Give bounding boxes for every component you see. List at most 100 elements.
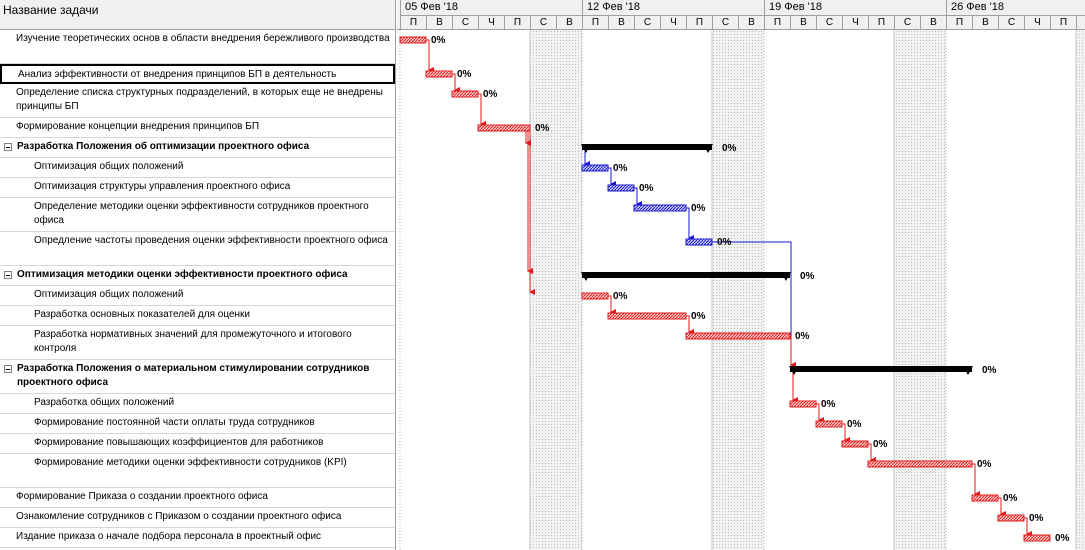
summary-bar-end-cap <box>781 272 791 281</box>
day-label: В <box>972 15 998 30</box>
percent-complete-label: 0% <box>847 419 862 430</box>
task-row[interactable]: Разработка общих положений <box>0 394 395 414</box>
day-label: С <box>998 15 1024 30</box>
task-bar <box>607 184 635 192</box>
day-label: П <box>582 15 608 30</box>
percent-complete-label: 0% <box>483 89 498 100</box>
day-label: Ч <box>1024 15 1050 30</box>
percent-complete-label: 0% <box>1029 513 1044 524</box>
dependency-link <box>608 167 616 187</box>
collapse-icon[interactable] <box>4 143 12 151</box>
day-label: С <box>816 15 842 30</box>
task-bar <box>997 514 1025 522</box>
task-row[interactable]: Разработка нормативных значений для пром… <box>0 326 395 360</box>
percent-complete-label: 0% <box>722 143 737 154</box>
task-name: Оптимизация методики оценки эффективност… <box>17 269 348 280</box>
day-label: П <box>504 15 530 30</box>
task-bar <box>581 292 609 300</box>
task-bar <box>607 312 687 320</box>
dependency-link <box>998 497 1006 517</box>
summary-bar-start-cap <box>789 366 799 375</box>
collapse-icon[interactable] <box>4 365 12 373</box>
task-name: Разработка нормативных значений для пром… <box>34 329 352 354</box>
day-label: В <box>608 15 634 30</box>
dependency-link <box>712 241 796 368</box>
task-row[interactable]: Разработка основных показателей для оцен… <box>0 306 395 326</box>
task-name: Формирование Приказа о создании проектно… <box>16 491 268 502</box>
task-bar <box>425 70 453 78</box>
day-label: С <box>452 15 478 30</box>
task-row[interactable]: Определение методики оценки эффективност… <box>0 198 395 232</box>
task-row[interactable]: Ознакомление сотрудников с Приказом о со… <box>0 508 395 528</box>
dependency-link <box>842 423 850 443</box>
task-name-header-label: Название задачи <box>3 3 99 17</box>
task-bar <box>867 460 973 468</box>
percent-complete-label: 0% <box>1003 493 1018 504</box>
task-name: Формирование постоянной части оплаты тру… <box>34 417 315 428</box>
percent-complete-label: 0% <box>795 331 810 342</box>
summary-bar-start-cap <box>581 144 591 153</box>
summary-task-row[interactable]: Оптимизация методики оценки эффективност… <box>0 266 395 286</box>
task-row[interactable]: Изучение теоретических основ в области в… <box>0 30 395 64</box>
nonworking-day-shading <box>712 30 764 550</box>
day-label: Ч <box>660 15 686 30</box>
dependency-link <box>868 443 876 463</box>
task-name: Разработка Положения об оптимизации прое… <box>17 141 310 152</box>
task-row[interactable]: Оптимизация общих положений <box>0 286 395 306</box>
day-label: П <box>764 15 790 30</box>
task-name-column-header[interactable]: Название задачи <box>0 0 395 30</box>
summary-task-row[interactable]: Разработка Положения о материальном стим… <box>0 360 395 394</box>
day-label: П <box>946 15 972 30</box>
task-row[interactable]: Формирование повышающих коэффициентов дл… <box>0 434 395 454</box>
summary-bar-start-cap <box>581 272 591 281</box>
task-row[interactable]: Опредление частоты проведения оценки эфф… <box>0 232 395 266</box>
task-name: Формирование методики оценки эффективнос… <box>34 457 347 468</box>
task-name: Опредление частоты проведения оценки эфф… <box>34 235 388 246</box>
task-row[interactable]: Формирование Приказа о создании проектно… <box>0 488 395 508</box>
dependency-link <box>686 207 694 241</box>
collapse-icon[interactable] <box>4 271 12 279</box>
percent-complete-label: 0% <box>613 163 628 174</box>
task-name: Определение методики оценки эффективност… <box>34 201 369 226</box>
task-row[interactable]: Формирование постоянной части оплаты тру… <box>0 414 395 434</box>
task-name: Формирование концепции внедрения принцип… <box>16 121 260 132</box>
day-label: Ч <box>842 15 868 30</box>
percent-complete-label: 0% <box>431 35 446 46</box>
day-label: С <box>712 15 738 30</box>
day-label: В <box>426 15 452 30</box>
task-bar <box>685 238 713 246</box>
task-row[interactable]: Формирование концепции внедрения принцип… <box>0 118 395 138</box>
percent-complete-label: 0% <box>977 459 992 470</box>
dependency-link <box>584 147 712 167</box>
task-row[interactable]: Определение списка структурных подраздел… <box>0 84 395 118</box>
day-label: С <box>634 15 660 30</box>
task-name: Определение списка структурных подраздел… <box>16 87 383 112</box>
task-bar <box>685 332 791 340</box>
percent-complete-label: 0% <box>800 271 815 282</box>
task-name: Ознакомление сотрудников с Приказом о со… <box>16 511 342 522</box>
task-name: Анализ эффективности от внедрения принци… <box>18 69 337 80</box>
day-label: С <box>894 15 920 30</box>
dependency-link <box>634 187 642 207</box>
dependency-link <box>790 335 796 368</box>
week-label: 05 Фев '18 <box>400 0 582 15</box>
percent-complete-label: 0% <box>691 203 706 214</box>
task-bar <box>399 36 427 44</box>
day-label: П <box>1050 15 1076 30</box>
task-row[interactable]: Анализ эффективности от внедрения принци… <box>0 64 395 84</box>
task-row[interactable]: Формирование методики оценки эффективнос… <box>0 454 395 488</box>
task-row[interactable]: Издание приказа о начале подбора персона… <box>0 528 395 548</box>
percent-complete-label: 0% <box>717 237 732 248</box>
task-name: Разработка общих положений <box>34 397 175 408</box>
task-row[interactable]: Оптимизация общих положений <box>0 158 395 178</box>
dependency-link <box>686 315 694 335</box>
week-label: 19 Фев '18 <box>764 0 946 15</box>
nonworking-day-shading <box>530 30 582 550</box>
task-bar <box>971 494 999 502</box>
week-label: 26 Фев '18 <box>946 0 1085 15</box>
summary-task-row[interactable]: Разработка Положения об оптимизации прое… <box>0 138 395 158</box>
dependency-link <box>426 39 434 73</box>
percent-complete-label: 0% <box>639 183 654 194</box>
task-row[interactable]: Оптимизация структуры управления проектн… <box>0 178 395 198</box>
